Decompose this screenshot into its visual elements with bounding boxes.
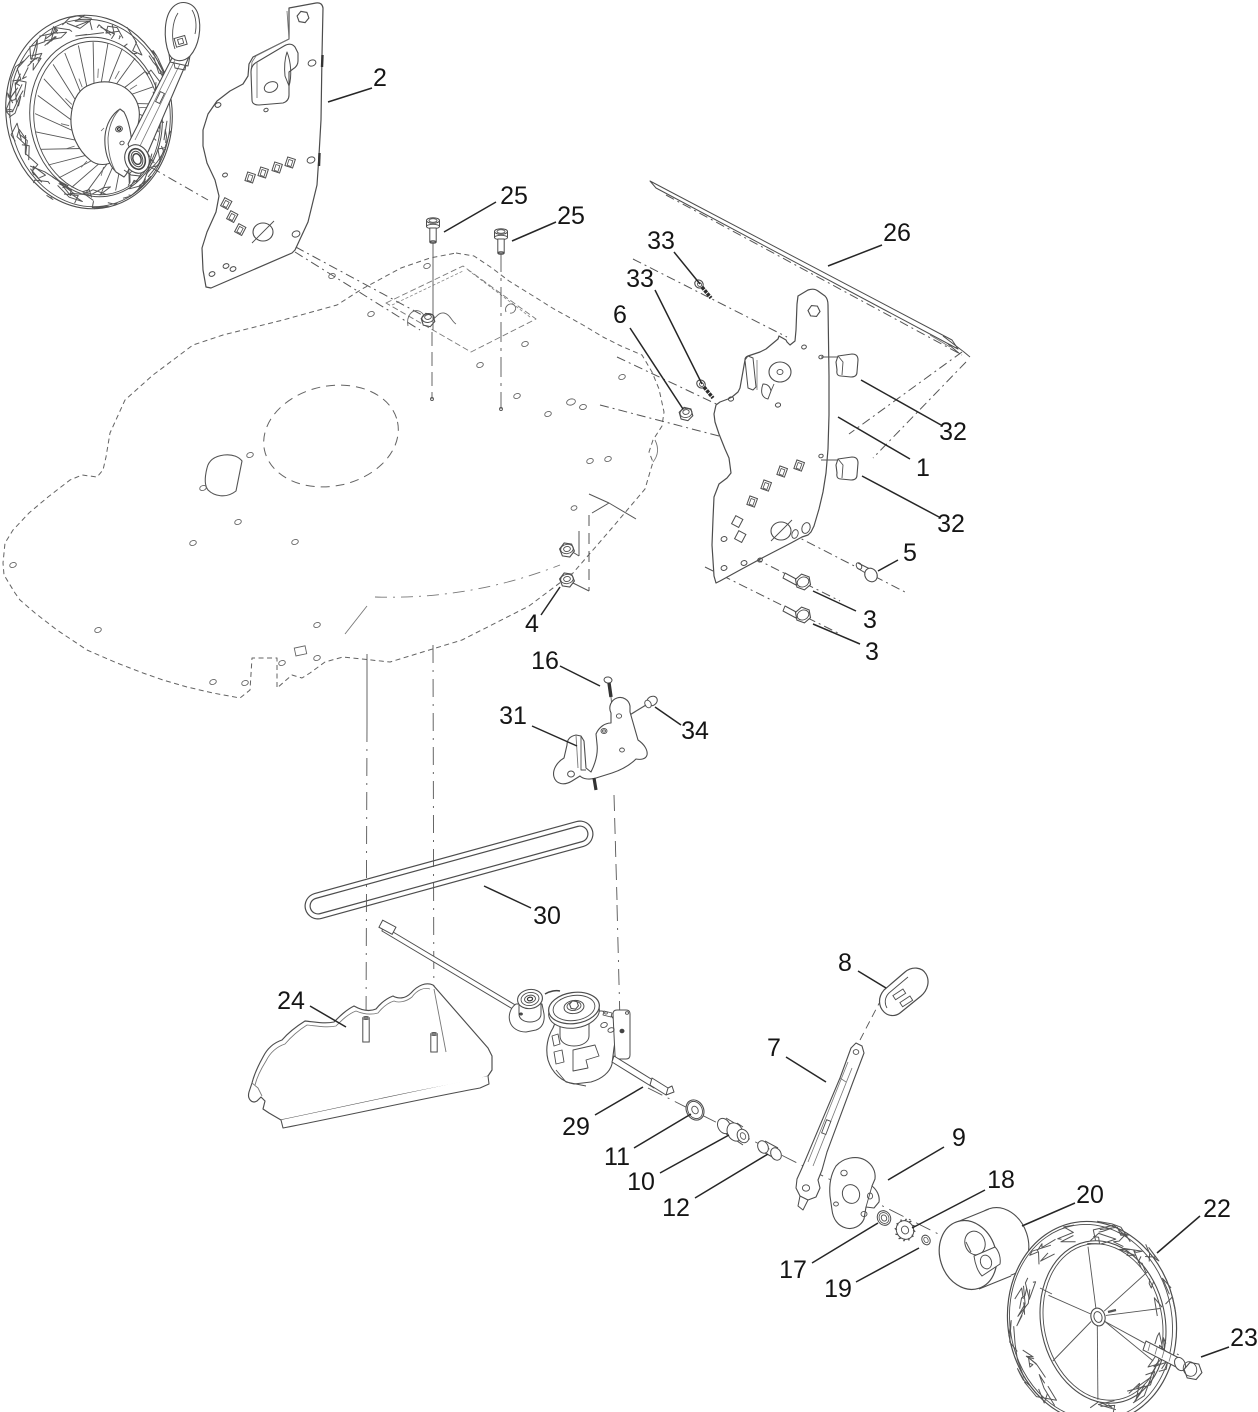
svg-text:23: 23 [1230, 1324, 1258, 1352]
svg-text:6: 6 [613, 301, 627, 329]
svg-text:1: 1 [916, 454, 930, 482]
svg-text:17: 17 [779, 1256, 807, 1284]
svg-text:33: 33 [647, 227, 675, 255]
svg-text:34: 34 [681, 717, 709, 745]
svg-text:8: 8 [838, 949, 852, 977]
svg-text:2: 2 [373, 64, 387, 92]
svg-text:26: 26 [883, 219, 911, 247]
svg-text:7: 7 [767, 1034, 781, 1062]
svg-text:12: 12 [662, 1194, 690, 1222]
svg-text:25: 25 [557, 202, 585, 230]
svg-text:32: 32 [937, 510, 965, 538]
svg-text:11: 11 [604, 1143, 630, 1171]
svg-text:33: 33 [626, 265, 654, 293]
svg-text:16: 16 [531, 647, 559, 675]
svg-text:9: 9 [952, 1124, 966, 1152]
svg-text:32: 32 [939, 418, 967, 446]
svg-text:18: 18 [987, 1166, 1015, 1194]
svg-text:30: 30 [533, 902, 561, 930]
svg-text:31: 31 [499, 702, 527, 730]
svg-text:20: 20 [1076, 1181, 1104, 1209]
svg-text:22: 22 [1203, 1195, 1231, 1223]
svg-text:24: 24 [277, 987, 305, 1015]
svg-text:4: 4 [525, 610, 539, 638]
svg-text:29: 29 [562, 1113, 590, 1141]
svg-text:25: 25 [500, 182, 528, 210]
svg-text:5: 5 [903, 539, 917, 567]
svg-text:3: 3 [863, 606, 877, 634]
svg-text:10: 10 [627, 1168, 655, 1196]
svg-text:19: 19 [824, 1275, 852, 1303]
svg-text:3: 3 [865, 638, 879, 666]
